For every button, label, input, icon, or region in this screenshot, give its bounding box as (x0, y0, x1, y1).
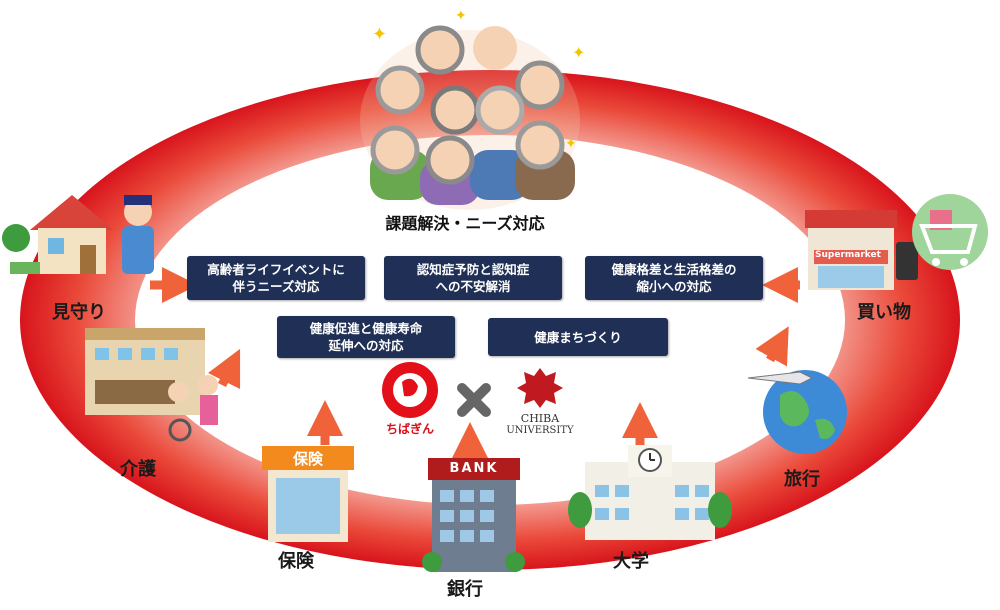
label-ryoko: 旅行 (784, 469, 820, 490)
supermarket-illustration (805, 210, 918, 290)
chiba-university-emblem (517, 368, 563, 408)
label-daigaku: 大学 (613, 551, 649, 572)
need-box-life-events: 高齢者ライフイベントに 伴うニーズ対応 (187, 256, 365, 300)
chibagin-logo (382, 362, 438, 418)
svg-text:✦: ✦ (372, 24, 387, 45)
house-illustration (2, 195, 114, 274)
insurance-sign: 保険 (292, 450, 323, 468)
need-box-health-longevity: 健康促進と健康寿命 延伸への対応 (277, 316, 455, 358)
shopping-cart-icon (912, 194, 988, 270)
seniors-group-illustration: ✦ ✦ ✦ ✦ (360, 8, 585, 210)
university-building-illustration (568, 445, 732, 540)
svg-text:✦: ✦ (572, 43, 585, 62)
need-box-dementia: 認知症予防と認知症 への不安解消 (384, 256, 562, 300)
need-box-community: 健康まちづくり (488, 318, 668, 356)
insurance-office-illustration (262, 446, 354, 542)
cross-symbol (457, 383, 491, 417)
bank-building-illustration (422, 458, 525, 572)
police-officer-illustration (122, 195, 154, 274)
arrow-kaigo (207, 348, 241, 390)
svg-text:✦: ✦ (565, 136, 577, 152)
chibagin-logo-text: ちばぎん (385, 422, 434, 436)
supermarket-sign: Supermarket (815, 250, 881, 260)
label-hoken: 保険 (278, 551, 314, 572)
label-kaigo: 介護 (120, 459, 156, 480)
bank-sign: BANK (449, 461, 499, 476)
arrow-ryoko (755, 326, 789, 367)
chiba-univ-line1: CHIBA (520, 412, 560, 425)
globe-airplane-illustration (747, 370, 847, 454)
need-box-health-gap: 健康格差と生活格差の 縮小への対応 (585, 256, 763, 300)
arrows (150, 267, 800, 458)
label-ginko: 銀行 (447, 579, 483, 600)
svg-text:✦: ✦ (455, 8, 467, 24)
page-title: 課題解決・ニーズ対応 (385, 214, 545, 233)
label-mimamori: 見守り (52, 302, 106, 323)
chiba-univ-line2: UNIVERSITY (506, 425, 574, 436)
care-home-illustration (85, 328, 218, 442)
label-kaimono: 買い物 (857, 302, 911, 323)
